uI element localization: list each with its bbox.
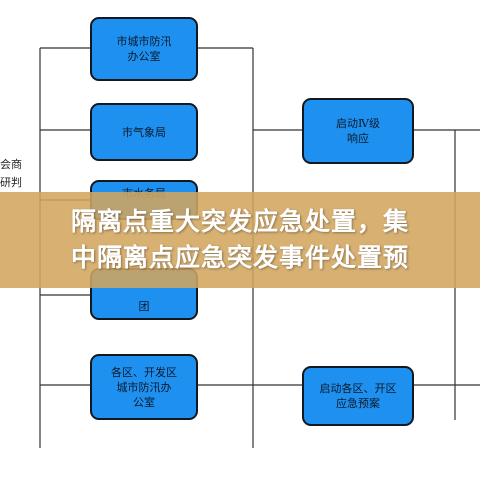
consult-judge-label: 会商 研判 (0, 158, 22, 189)
node-district-flood-office: 各区、开发区 城市防汛办 公室 (90, 354, 198, 420)
banner-title-line-1: 隔离点重大突发应急处置，集 (70, 207, 409, 236)
node-district-emergency-plan: 启动各区、开区 应急预案 (302, 366, 414, 426)
title-banner: 隔离点重大突发应急处置，集 中隔离点应急突发事件处置预 (0, 192, 480, 288)
node-meteorology-bureau: 市气象局 (90, 103, 198, 161)
node-level4-response: 启动Ⅳ级 响应 (302, 98, 414, 164)
banner-title-line-2: 中隔离点应急突发事件处置预 (70, 243, 409, 272)
node-city-flood-office: 市城市防汛 办公室 (90, 17, 198, 81)
